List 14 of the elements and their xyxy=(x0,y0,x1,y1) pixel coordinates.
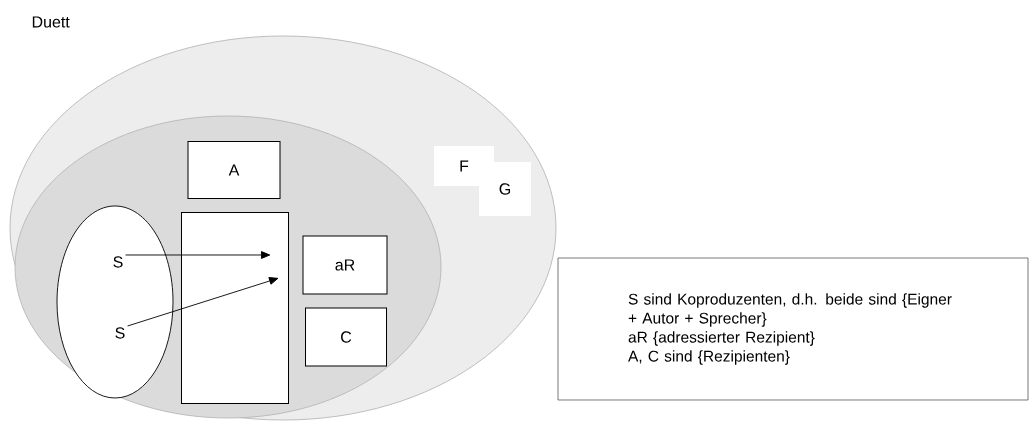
arrow xyxy=(127,277,279,327)
letter-box: C xyxy=(305,307,387,367)
region-label: G xyxy=(479,162,531,216)
letter: S xyxy=(115,327,125,339)
ellipse xyxy=(56,205,174,399)
note-line: A, C sind {Rezipienten} xyxy=(628,350,790,365)
note-line: aR {adressierter Rezipient} xyxy=(628,331,815,346)
note-box xyxy=(557,257,1029,401)
arrow xyxy=(125,251,271,259)
letter-box: aR xyxy=(302,235,388,295)
letter-box: A xyxy=(187,141,281,199)
title: Duett xyxy=(32,16,70,28)
rectangle-box xyxy=(181,212,289,404)
letter: S xyxy=(113,256,123,268)
